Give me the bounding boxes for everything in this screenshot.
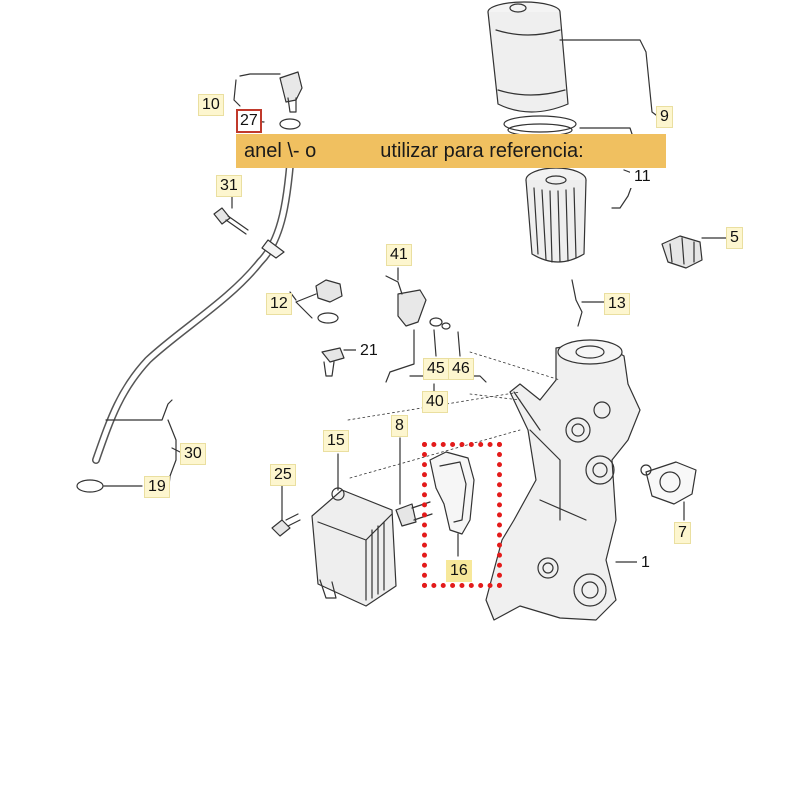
o-ring-icon [279, 118, 301, 130]
bolt-icon-2 [271, 513, 301, 537]
dipstick-cap-icon [279, 71, 303, 113]
seal-ring-icon [76, 479, 104, 493]
callout-11[interactable]: 11 [630, 166, 655, 188]
oil-filter-housing-icon [487, 1, 569, 113]
callout-21[interactable]: 21 [356, 340, 382, 362]
callout-19[interactable]: 19 [144, 476, 170, 498]
vent-valve-icon [571, 279, 583, 327]
callout-1[interactable]: 1 [637, 552, 654, 574]
banner-right-text: utilizar para referencia: [380, 140, 584, 162]
callout-16[interactable]: 16 [446, 560, 472, 582]
callout-45[interactable]: 45 [423, 358, 449, 380]
highlight-box [422, 442, 502, 588]
callout-7[interactable]: 7 [674, 522, 691, 544]
callout-46[interactable]: 46 [448, 358, 474, 380]
sensor-bracket-icon [385, 275, 451, 330]
callout-25[interactable]: 25 [270, 464, 296, 486]
retaining-clip-icon [661, 235, 703, 269]
callout-8[interactable]: 8 [391, 415, 408, 437]
switch-icon [321, 347, 345, 377]
callout-12[interactable]: 12 [266, 293, 292, 315]
banner-left-text: anel \- o [244, 140, 317, 162]
oil-filter-bracket-icon [485, 339, 641, 621]
callout-31[interactable]: 31 [216, 175, 242, 197]
dowel-pin-icon [395, 501, 433, 527]
callout-9[interactable]: 9 [656, 106, 673, 128]
filter-element-icon [525, 167, 587, 263]
oil-cooler-icon [311, 487, 397, 607]
callout-30[interactable]: 30 [180, 443, 206, 465]
callout-41[interactable]: 41 [386, 244, 412, 266]
callout-13[interactable]: 13 [604, 293, 630, 315]
housing-gasket-icon [429, 451, 475, 535]
callout-5[interactable]: 5 [726, 227, 743, 249]
bolt-icon [213, 207, 249, 235]
gasket-icon [640, 461, 697, 505]
callout-15[interactable]: 15 [323, 430, 349, 452]
reference-banner: anel \- o utilizar para referencia: [236, 134, 666, 168]
callout-40[interactable]: 40 [422, 391, 448, 413]
pressure-sensor-icon [315, 279, 343, 324]
callout-27[interactable]: 27 [236, 109, 262, 133]
callout-10[interactable]: 10 [198, 94, 224, 116]
filter-seal-ring-icon [503, 115, 577, 133]
